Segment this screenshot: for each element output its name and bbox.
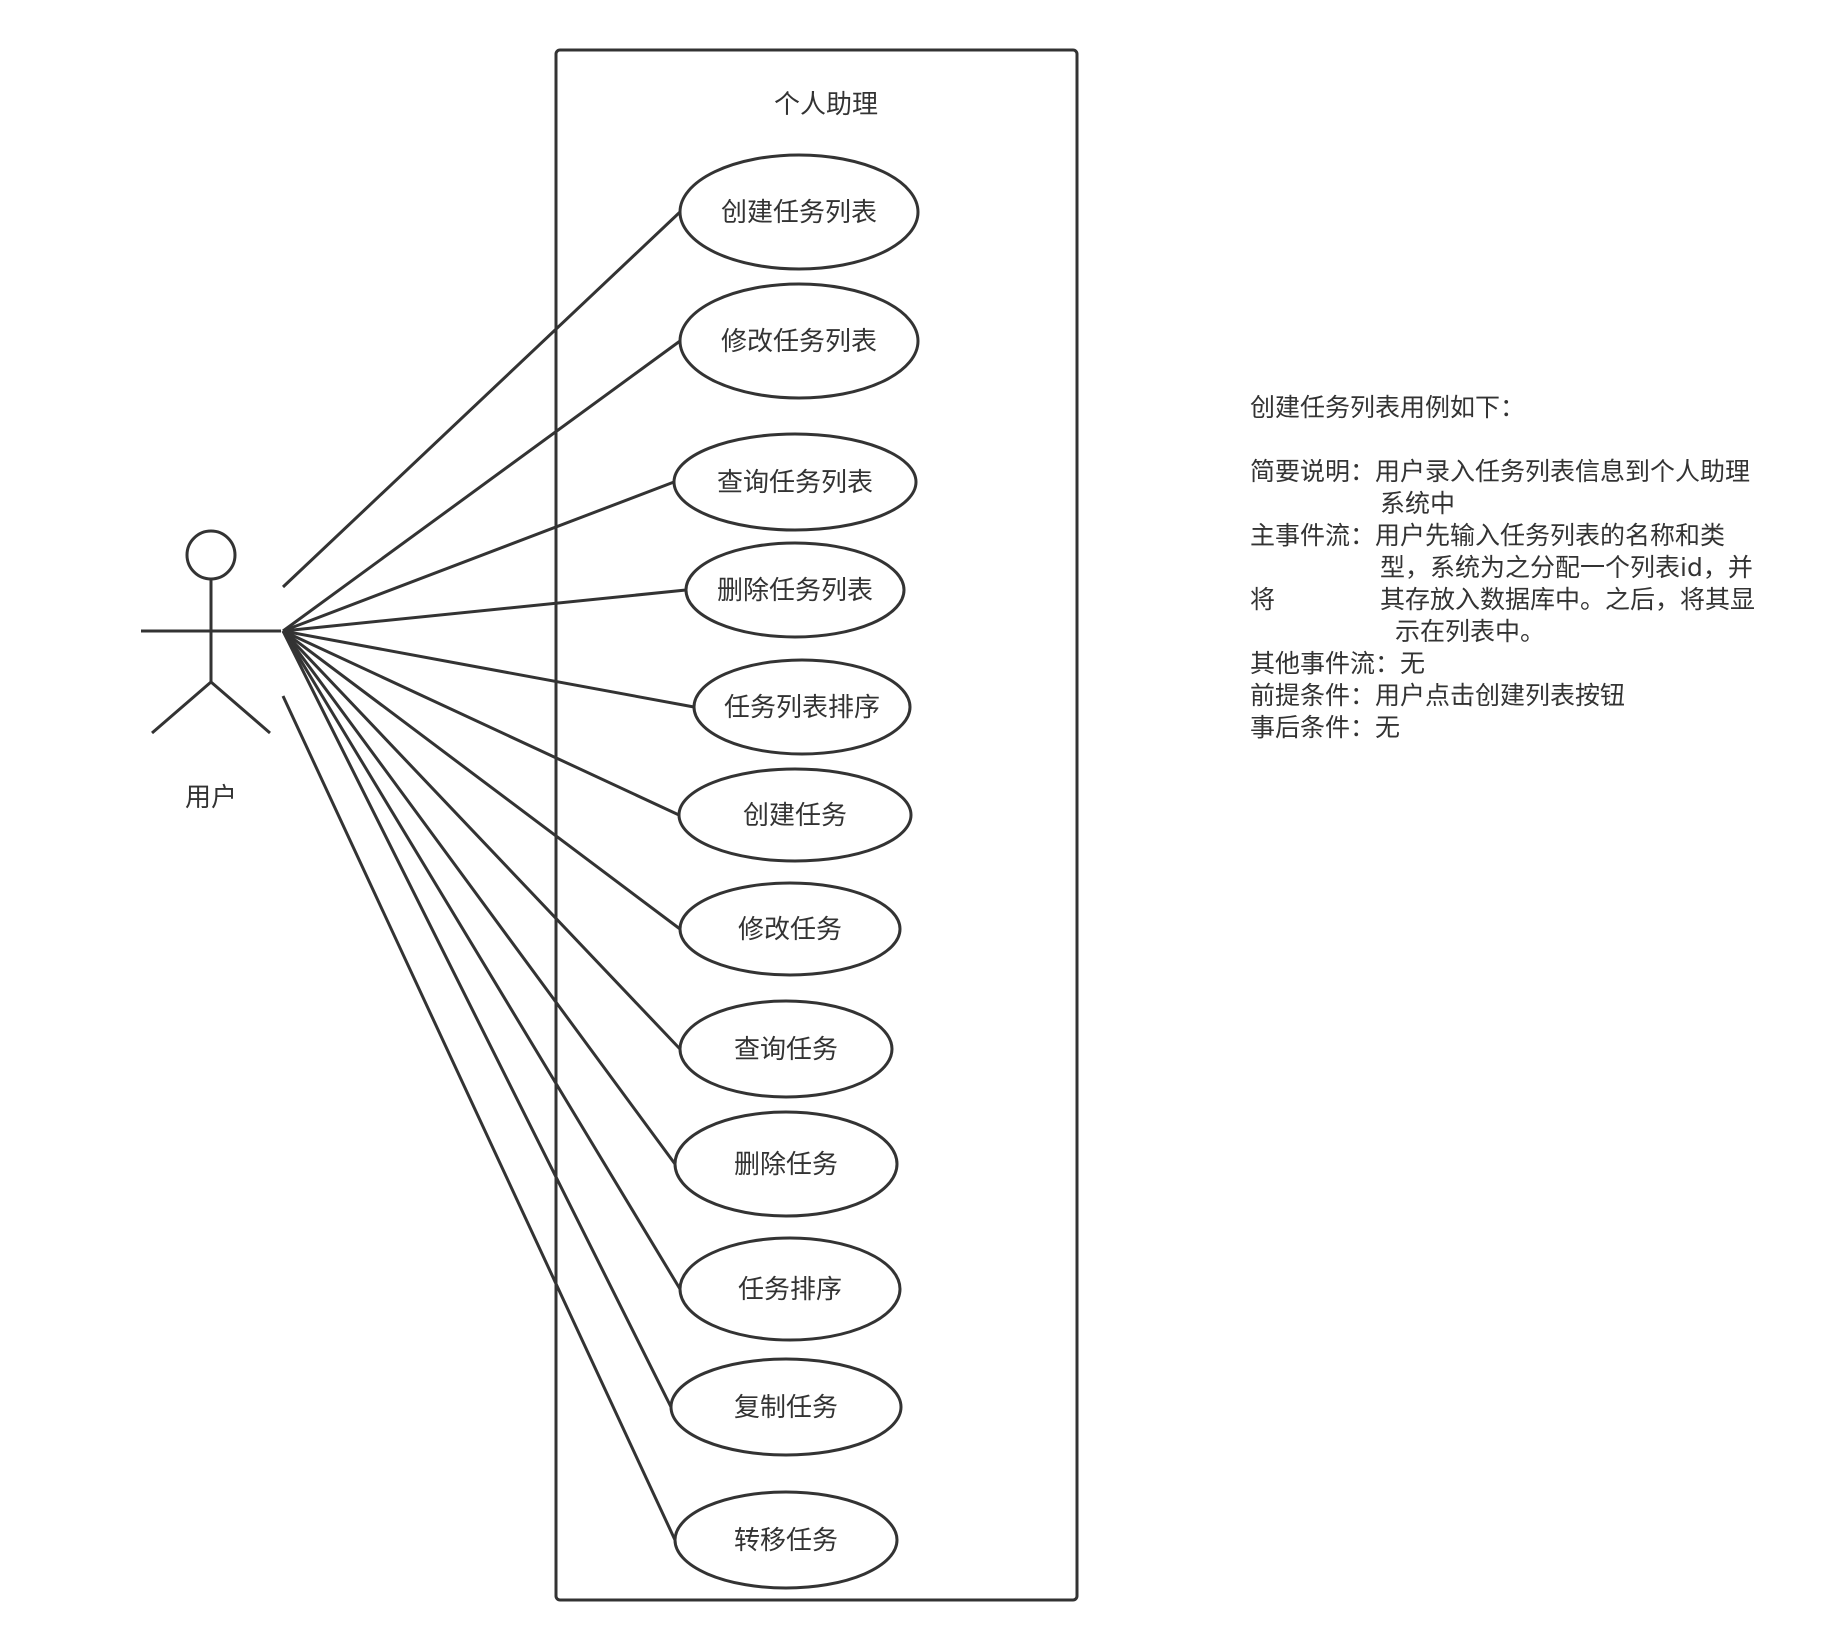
association-line — [281, 210, 682, 589]
association-line — [282, 629, 695, 709]
use-case: 查询任务 — [678, 999, 894, 1099]
other-flow: 其他事件流：无 — [1250, 649, 1426, 678]
use-case-label: 修改任务 — [738, 915, 842, 945]
use-case-ellipse — [678, 881, 902, 977]
use-case-ellipse — [673, 1110, 899, 1218]
summary-line2: 系统中 — [1380, 489, 1456, 518]
use-case-label: 任务列表排序 — [724, 693, 880, 723]
main-flow-line1: 用户先输入任务列表的名称和类 — [1375, 521, 1726, 550]
actor-head — [185, 529, 237, 581]
system-title: 个人助理 — [774, 90, 878, 120]
main-flow-key: 主事件流： — [1250, 521, 1376, 550]
use-case-label: 删除任务 — [734, 1150, 838, 1180]
association-line — [282, 480, 675, 633]
use-case-ellipse — [677, 767, 913, 863]
use-case: 任务列表排序 — [692, 658, 912, 756]
main-flow-row: 主事件流：用户先输入任务列表的名称和类 — [1250, 520, 1810, 552]
use-case-label: 查询任务列表 — [717, 468, 873, 498]
use-case: 删除任务 — [673, 1110, 899, 1218]
association-lines — [281, 210, 695, 1541]
system-boundary — [554, 48, 1079, 1602]
association-line — [281, 630, 682, 1290]
actor-left-leg — [151, 680, 212, 735]
use-case: 创建任务 — [677, 767, 913, 863]
use-case: 删除任务列表 — [684, 541, 906, 639]
precondition: 前提条件：用户点击创建列表按钮 — [1250, 681, 1626, 710]
association-line — [282, 588, 687, 633]
use-case-label: 复制任务 — [734, 1393, 838, 1423]
summary-key: 简要说明： — [1250, 457, 1376, 486]
use-case-ellipse — [678, 282, 920, 400]
use-case-ellipse — [669, 1357, 903, 1457]
use-case-label: 创建任务列表 — [721, 198, 877, 228]
use-case-ellipse — [692, 658, 912, 756]
use-case-label: 修改任务列表 — [721, 327, 877, 357]
main-flow-line3-row: 将 其存放入数据库中。之后，将其显 — [1250, 584, 1810, 616]
use-case-ellipse — [678, 1236, 902, 1342]
use-case: 修改任务 — [678, 881, 902, 977]
description-title: 创建任务列表用例如下： — [1250, 393, 1526, 422]
use-case: 转移任务 — [673, 1490, 899, 1590]
association-line — [282, 339, 681, 633]
use-case-ellipse — [678, 999, 894, 1099]
actor-right-leg — [210, 680, 271, 735]
use-case-ellipse — [678, 153, 920, 271]
association-line — [282, 629, 681, 931]
use-case-ellipse — [673, 1490, 899, 1590]
use-case-label: 查询任务 — [734, 1035, 838, 1065]
association-line — [281, 630, 677, 1165]
use-case-ellipse — [672, 432, 918, 532]
use-case: 查询任务列表 — [672, 432, 918, 532]
use-case-list: 创建任务列表修改任务列表查询任务列表删除任务列表任务列表排序创建任务修改任务查询… — [669, 153, 920, 1590]
use-case-label: 创建任务 — [743, 801, 847, 831]
use-case-ellipse — [684, 541, 906, 639]
use-case-description: 创建任务列表用例如下： 简要说明：用户录入任务列表信息到个人助理 系统中 主事件… — [1250, 392, 1810, 744]
main-flow-line4: 示在列表中。 — [1395, 617, 1546, 646]
use-case-label: 转移任务 — [734, 1526, 838, 1556]
association-line — [282, 629, 680, 817]
postcondition: 事后条件：无 — [1250, 713, 1401, 742]
actor-name: 用户 — [185, 783, 237, 813]
association-line — [281, 630, 673, 1408]
main-flow-line3-prefix: 将 — [1250, 585, 1276, 614]
use-case: 修改任务列表 — [678, 282, 920, 400]
use-case: 复制任务 — [669, 1357, 903, 1457]
use-case: 创建任务列表 — [678, 153, 920, 271]
main-flow-line2: 型，系统为之分配一个列表id，并 — [1380, 553, 1753, 582]
association-line — [281, 695, 677, 1541]
summary-line1: 用户录入任务列表信息到个人助理 — [1375, 457, 1751, 486]
use-case: 任务排序 — [678, 1236, 902, 1342]
summary-row: 简要说明：用户录入任务列表信息到个人助理 — [1250, 456, 1810, 488]
actor-user: 用户 — [141, 529, 281, 813]
use-case-label: 任务排序 — [738, 1275, 842, 1305]
use-case-label: 删除任务列表 — [717, 576, 873, 606]
main-flow-line3: 其存放入数据库中。之后，将其显 — [1380, 585, 1756, 614]
association-line — [281, 629, 682, 1051]
